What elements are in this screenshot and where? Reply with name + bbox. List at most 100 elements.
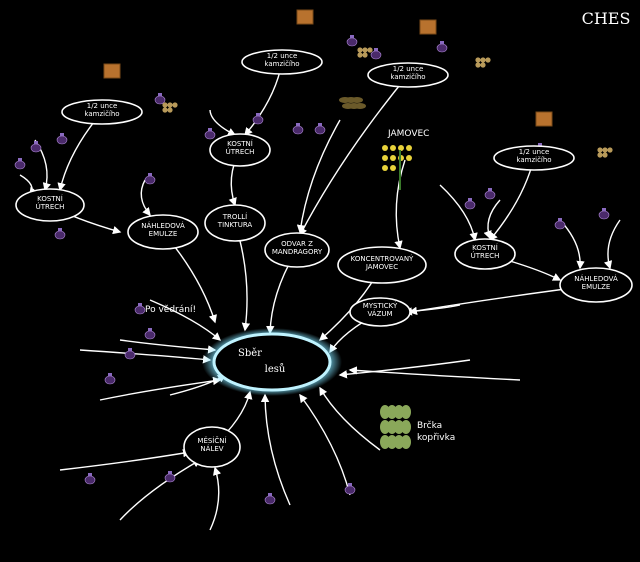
- potion-bottle-icon: [134, 303, 146, 315]
- nuts-icon: [162, 102, 178, 113]
- potion-bottle-icon: [56, 133, 68, 145]
- node-label: KONCENTROVANÝ: [351, 254, 414, 263]
- edge-arrow: [299, 74, 409, 237]
- potion-bottle-icon: [84, 473, 96, 485]
- node-label: KOSTNÍ: [37, 194, 63, 203]
- crate-icon: [535, 111, 553, 127]
- potion-bottle-icon: [346, 35, 358, 47]
- node-label: kamzičího: [516, 156, 551, 164]
- edge-arrow: [439, 184, 478, 242]
- edge-arrow: [260, 393, 291, 506]
- potion-bottle-icon: [598, 208, 610, 220]
- label-kopriva: kopřivka: [417, 433, 455, 443]
- label-bricka: Brčka: [417, 420, 442, 431]
- node-label: 1/2 unce: [87, 102, 118, 110]
- potion-bottle-icon: [144, 328, 156, 340]
- potion-bottle-icon: [154, 93, 166, 105]
- node-label: NÁHLEDOVÁ: [141, 221, 185, 230]
- edge-arrow: [403, 304, 461, 316]
- potion-bottle-icon: [344, 483, 356, 495]
- potion-bottle-icon: [144, 173, 156, 185]
- center-node: Sběr lesů: [202, 328, 342, 396]
- potion-bottle-icon: [124, 348, 136, 360]
- edge-arrow: [209, 109, 237, 136]
- edge-arrow: [483, 199, 501, 240]
- node-label: 1/2 unce: [393, 65, 424, 73]
- potion-bottle-icon: [204, 128, 216, 140]
- node-label: 1/2 unce: [519, 148, 550, 156]
- potion-bottle-icon: [484, 188, 496, 200]
- potion-bottle-icon: [314, 123, 326, 135]
- potion-bottle-icon: [14, 158, 26, 170]
- potion-bottle-icon: [370, 48, 382, 60]
- signature: CHES: [582, 9, 631, 28]
- potion-bottle-icon: [54, 228, 66, 240]
- edge-arrow: [338, 359, 471, 379]
- crate-icon: [103, 63, 121, 79]
- node-label: NÁLEV: [200, 444, 223, 453]
- node-label: MYSTICKÝ: [363, 301, 398, 310]
- node-label: NÁHLEDOVÁ: [574, 274, 618, 283]
- node-label: TROLLÍ: [222, 212, 248, 221]
- potion-bottle-icon: [436, 41, 448, 53]
- node-label: KOSTNÍ: [472, 243, 498, 252]
- herb-bricka-icon: [380, 405, 411, 449]
- node-label: TINKTURA: [217, 221, 253, 229]
- herb-mandragora-icon: [339, 97, 366, 109]
- center-label-line1: Sběr: [238, 348, 262, 359]
- node-label: kamzičího: [390, 73, 425, 81]
- label-jamovec: JAMOVEC: [387, 129, 429, 139]
- crate-icon: [419, 19, 437, 35]
- node-label: kamzičího: [264, 60, 299, 68]
- node-label: EMULZE: [582, 283, 611, 291]
- node-label: 1/2 unce: [267, 52, 298, 60]
- node-label: ÚTRECH: [36, 202, 65, 211]
- node-label: KOSTNÍ: [227, 139, 253, 148]
- edge-arrow: [119, 339, 217, 354]
- edge-arrow: [59, 449, 192, 471]
- nuts-icon: [597, 147, 613, 158]
- edge-arrow: [140, 179, 151, 217]
- node-label: EMULZE: [149, 230, 178, 238]
- label-po-vedrani: Po vědrání!: [145, 305, 196, 315]
- herb-jamovec-icon: [382, 145, 412, 190]
- potion-bottle-icon: [164, 471, 176, 483]
- nuts-icon: [475, 57, 491, 68]
- node-label: MANDRAGORY: [272, 248, 323, 256]
- edge-arrow: [296, 119, 341, 234]
- edge-arrow: [319, 386, 381, 451]
- center-label-line2: lesů: [265, 363, 286, 375]
- nuts-icon: [357, 47, 373, 58]
- node-label: ÚTRECH: [471, 251, 500, 260]
- potion-bottle-icon: [292, 123, 304, 135]
- node-label: VÁZUM: [367, 309, 392, 318]
- node-label: ÚTRECH: [226, 147, 255, 156]
- potion-bottle-icon: [264, 493, 276, 505]
- node-label: JAMOVEC: [365, 263, 398, 271]
- edge-arrow: [119, 459, 202, 521]
- edge-arrow: [299, 393, 351, 496]
- potion-bottle-icon: [30, 141, 42, 153]
- potion-bottle-icon: [464, 198, 476, 210]
- node-label: ODVAR Z: [281, 240, 313, 248]
- edge-arrow: [209, 466, 222, 531]
- edge-arrow: [348, 366, 521, 381]
- potion-bottle-icon: [252, 113, 264, 125]
- edge-arrow: [394, 159, 406, 250]
- node-label: kamzičího: [84, 110, 119, 118]
